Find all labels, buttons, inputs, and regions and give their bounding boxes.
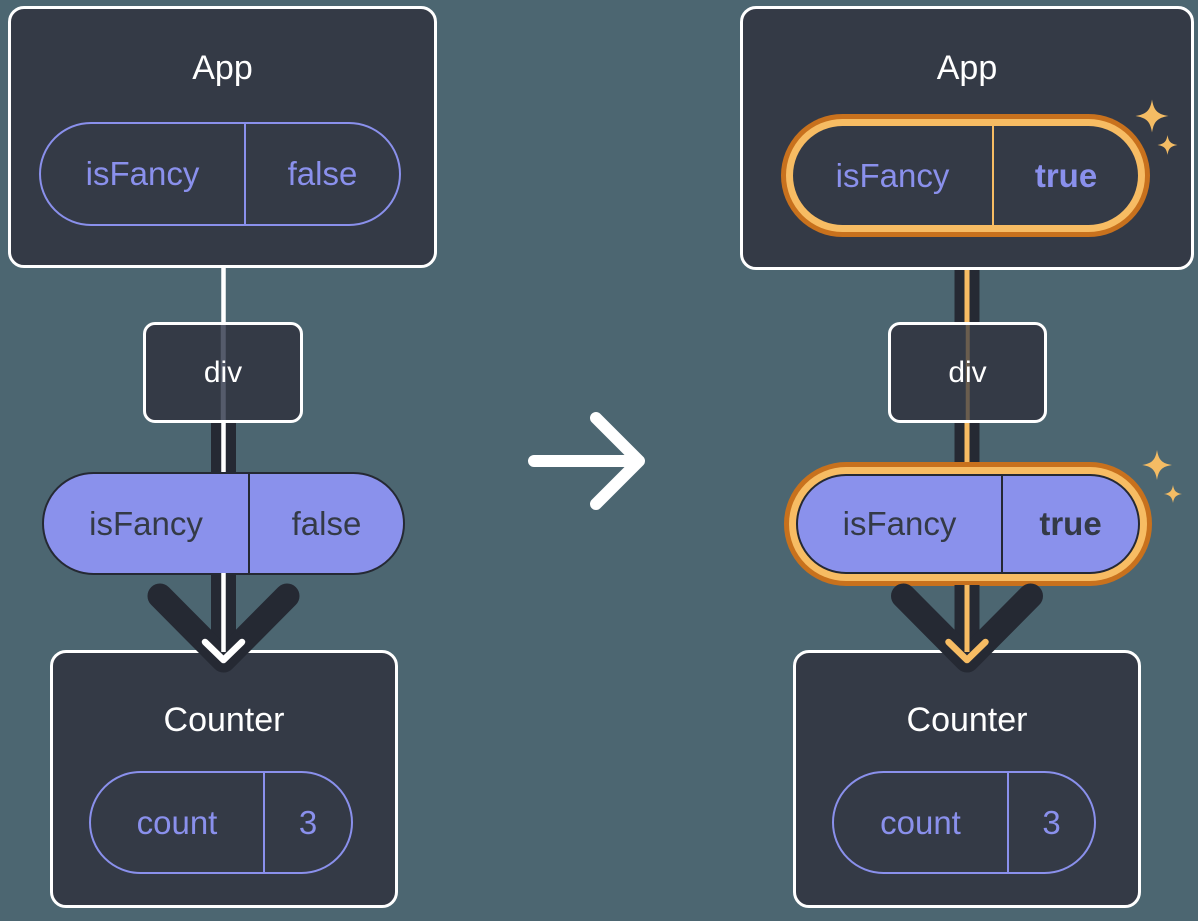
app-component-card-before: App isFancy false	[8, 6, 437, 268]
component-title: App	[192, 49, 253, 87]
prop-value-cell: false	[287, 155, 358, 192]
div-label: div	[203, 355, 243, 389]
arrow-down-icon	[891, 583, 1043, 673]
arrow-right-icon	[528, 412, 645, 510]
prop-name-cell: isFancy	[44, 474, 250, 573]
prop-value-cell: false	[291, 504, 362, 542]
component-title: Counter	[163, 701, 285, 739]
arrow-down-icon	[147, 573, 300, 673]
prop-name-cell: isFancy	[41, 124, 246, 224]
counter-component-card-after: Counter count 3	[793, 650, 1141, 908]
div-label: div	[948, 355, 987, 389]
pass-through-line	[965, 325, 970, 420]
prop-pill-app-before: isFancy false	[39, 122, 401, 226]
prop-name-cell: isFancy	[798, 476, 1003, 572]
state-value-cell: 3	[298, 803, 318, 841]
state-name-cell: count	[91, 773, 265, 872]
prop-name-cell: isFancy	[793, 126, 994, 225]
highlight-ring-inner: isFancy true	[789, 467, 1147, 581]
passed-prop-pill-before: isFancy false	[42, 472, 405, 575]
state-pill-counter-before: count 3	[89, 771, 353, 874]
prop-pill-app-after: isFancy true	[793, 126, 1138, 225]
state-pill-counter-after: count 3	[832, 771, 1096, 874]
counter-component-card-before: Counter count 3	[50, 650, 398, 908]
div-node-card-after: div	[888, 322, 1047, 423]
app-component-card-after: App isFancy true	[740, 6, 1194, 270]
highlight-ring: isFancy true	[781, 114, 1150, 237]
div-node-card-before: div	[143, 322, 303, 423]
component-title: Counter	[906, 701, 1028, 739]
sparkle-icon	[1142, 450, 1182, 503]
prop-value-cell: true	[1039, 505, 1102, 542]
prop-value-cell: true	[1034, 156, 1098, 194]
state-name-cell: count	[834, 773, 1009, 872]
state-value-cell: 3	[1042, 803, 1061, 841]
passed-prop-pill-after: isFancy true	[796, 474, 1140, 574]
highlight-ring-inner: isFancy true	[786, 119, 1145, 232]
highlight-ring: isFancy true	[784, 462, 1152, 586]
component-title: App	[936, 49, 998, 87]
pass-through-line	[220, 325, 226, 420]
